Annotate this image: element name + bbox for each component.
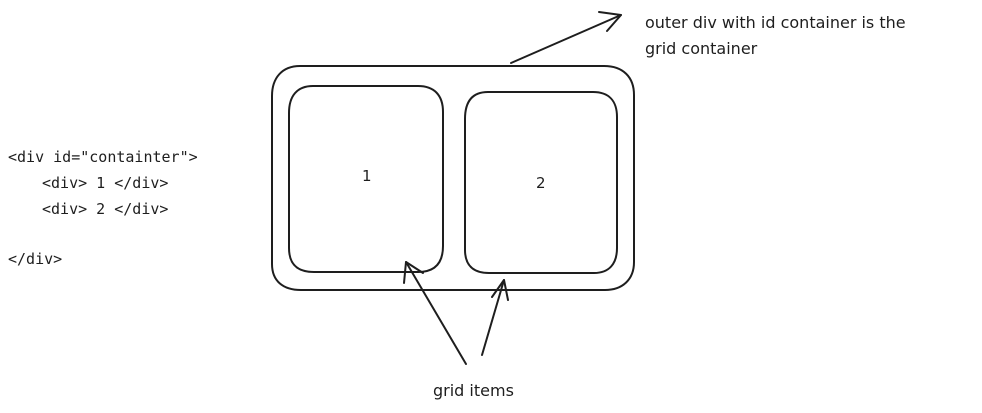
grid-item-2-label: 2 <box>536 174 546 192</box>
grid-item-1-arrow <box>403 261 467 365</box>
container-note-line-2: grid container <box>645 39 758 58</box>
code-open-tag: <div id="containter"> <box>8 148 198 166</box>
grid-item-2-arrow <box>481 279 509 356</box>
grid-item-1-label: 1 <box>362 167 372 185</box>
grid-item-1-box <box>288 85 444 273</box>
html-code-snippet: <div id="containter"> <div> 1 </div> <di… <box>8 144 238 272</box>
grid-items-label: grid items <box>433 381 514 400</box>
code-child-1: <div> 1 </div> <box>42 174 169 192</box>
code-close-tag: </div> <box>8 250 63 268</box>
container-arrow <box>510 11 622 64</box>
container-note-line-1: outer div with id container is the <box>645 13 906 32</box>
grid-item-2-box <box>464 91 618 274</box>
grid-container-box <box>271 65 635 291</box>
code-child-2: <div> 2 </div> <box>42 200 169 218</box>
